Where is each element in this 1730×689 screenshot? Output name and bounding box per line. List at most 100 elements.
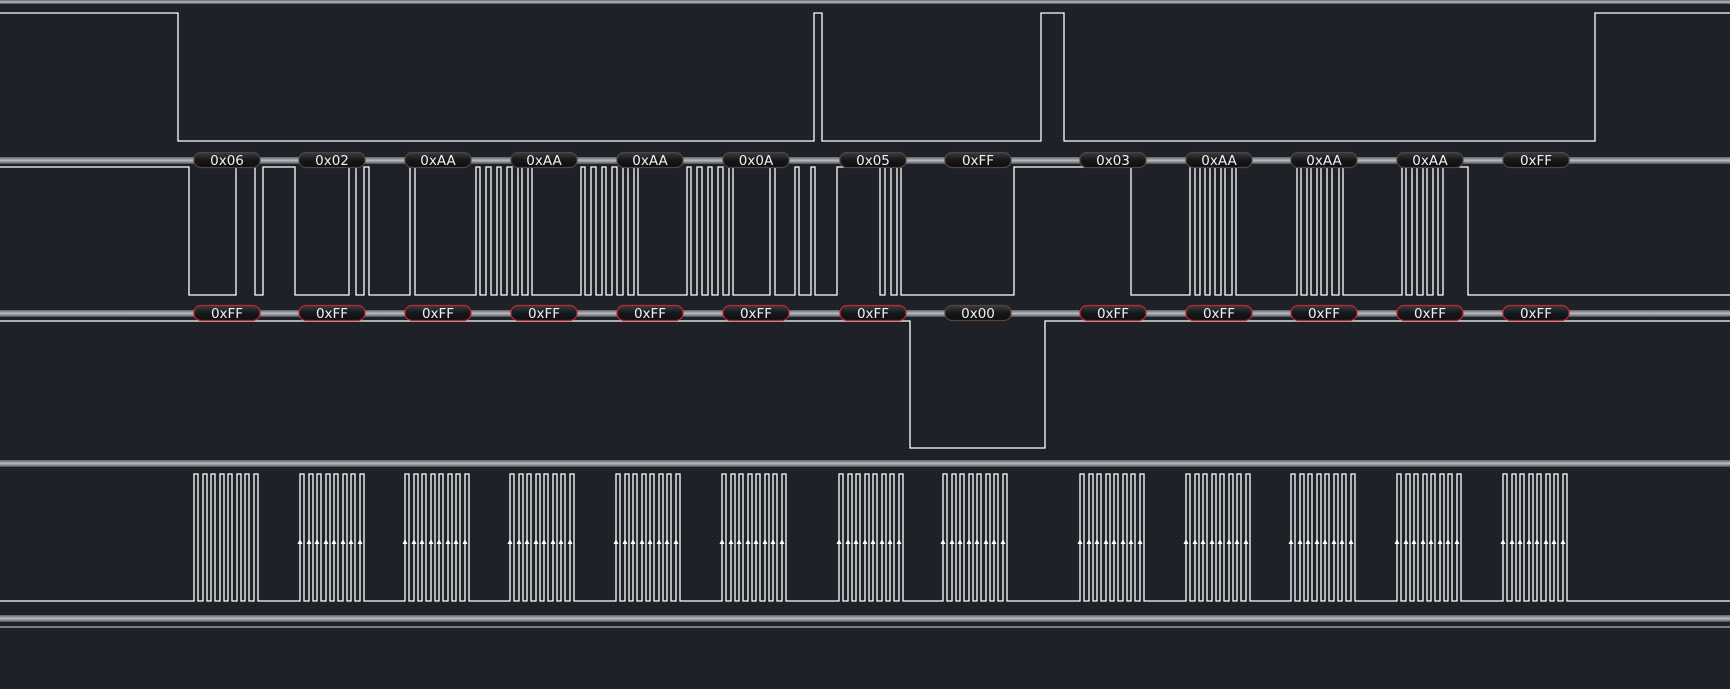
- clock-edge-arrow-icon: [639, 539, 645, 544]
- clock-edge-arrow-icon: [974, 539, 980, 544]
- decode-badge-label: 0xFF: [316, 306, 348, 322]
- decoded-byte-mosi-4[interactable]: 0xAA: [616, 151, 684, 170]
- clock-edge-arrow-icon: [622, 539, 628, 544]
- decoded-byte-mosi-7[interactable]: 0xFF: [944, 151, 1012, 170]
- clock-edge-arrow-icon: [673, 539, 679, 544]
- clock-edge-arrow-icon: [1094, 539, 1100, 544]
- clock-edge-arrow-icon: [1428, 539, 1434, 544]
- clock-edge-arrow-icon: [1314, 539, 1320, 544]
- decoded-byte-mosi-6[interactable]: 0x05: [839, 151, 907, 170]
- clock-edge-arrow-icon: [411, 539, 417, 544]
- clock-edge-arrow-icon: [647, 539, 653, 544]
- clock-edge-arrow-icon: [1517, 539, 1523, 544]
- clock-edge-arrow-icon: [1103, 539, 1109, 544]
- clock-edge-arrow-icon: [1534, 539, 1540, 544]
- enable-waveform[interactable]: [0, 12, 1730, 142]
- decoded-byte-miso-2[interactable]: 0xFF: [404, 304, 472, 323]
- decode-badge-bg: [1290, 151, 1358, 169]
- clock-edge-arrow-icon: [1243, 539, 1249, 544]
- decoded-byte-miso-10[interactable]: 0xFF: [1290, 304, 1358, 323]
- decode-badge-bg: [298, 151, 366, 169]
- decoded-byte-mosi-1[interactable]: 0x02: [298, 151, 366, 170]
- clock-edge-arrow-icon: [762, 539, 768, 544]
- decoded-byte-mosi-3[interactable]: 0xAA: [510, 151, 578, 170]
- clock-edge-arrow-icon: [428, 539, 434, 544]
- decode-badge-bg: [404, 304, 472, 322]
- decode-badge-bg: [839, 151, 907, 169]
- decoded-byte-miso-0[interactable]: 0xFF: [193, 304, 261, 323]
- decoded-byte-mosi-8[interactable]: 0x03: [1079, 151, 1147, 170]
- clock-edge-arrow-icon: [887, 539, 893, 544]
- decoded-bytes[interactable]: 0x06 0x02 0xAA 0xAA 0xAA 0x0A 0x05 0xFF 0x03 0xAA…: [193, 151, 1570, 323]
- clock-edge-arrow-icon: [1411, 539, 1417, 544]
- decoded-byte-miso-1[interactable]: 0xFF: [298, 304, 366, 323]
- decoded-byte-miso-6[interactable]: 0xFF: [839, 304, 907, 323]
- decoded-byte-miso-11[interactable]: 0xFF: [1396, 304, 1464, 323]
- clock-edge-arrow-icon: [357, 539, 363, 544]
- clock-edge-arrow-icon: [1437, 539, 1443, 544]
- clock-edge-arrow-icon: [419, 539, 425, 544]
- lane-separator-4[interactable]: [0, 615, 1730, 622]
- decoded-byte-mosi-5[interactable]: 0x0A: [722, 151, 790, 170]
- decode-badge-bg: [616, 304, 684, 322]
- decoded-byte-miso-3[interactable]: 0xFF: [510, 304, 578, 323]
- decoded-byte-miso-12[interactable]: 0xFF: [1502, 304, 1570, 323]
- clock-edge-arrow-icon: [728, 539, 734, 544]
- clock-edge-arrow-icon: [541, 539, 547, 544]
- clock-edge-arrow-icon: [1331, 539, 1337, 544]
- clock-edge-arrow-icon: [1551, 539, 1557, 544]
- decode-badge-bg: [722, 151, 790, 169]
- decoded-byte-mosi-0[interactable]: 0x06: [193, 151, 261, 170]
- decode-badge-bg: [1502, 304, 1570, 322]
- decode-badge-label: 0xFF: [857, 306, 889, 322]
- clock-edge-arrow-icon: [1217, 539, 1223, 544]
- clock-waveform[interactable]: [0, 473, 1730, 602]
- decoded-byte-mosi-10[interactable]: 0xAA: [1290, 151, 1358, 170]
- decode-badge-bg: [510, 304, 578, 322]
- clock-edge-arrow-icon: [753, 539, 759, 544]
- clock-edge-arrow-icon: [1288, 539, 1294, 544]
- decoded-byte-mosi-9[interactable]: 0xAA: [1185, 151, 1253, 170]
- clock-edge-arrow-icon: [736, 539, 742, 544]
- clock-edge-arrow-icon: [1543, 539, 1549, 544]
- clock-edge-arrow-icon: [991, 539, 997, 544]
- decode-badge-bg: [1290, 304, 1358, 322]
- decode-badge-bg: [193, 304, 261, 322]
- clock-edge-arrow-icon: [613, 539, 619, 544]
- clock-edge-arrow-icon: [1128, 539, 1134, 544]
- clock-edge-arrow-icon: [533, 539, 539, 544]
- clock-edge-arrow-icon: [436, 539, 442, 544]
- clock-edge-arrow-icon: [1500, 539, 1506, 544]
- decode-badge-bg: [944, 304, 1012, 322]
- clock-edge-arrow-icon: [870, 539, 876, 544]
- lane-separator-3[interactable]: [0, 460, 1730, 467]
- decode-badge-label: 0x05: [856, 153, 890, 169]
- clock-edge-arrow-icon: [1111, 539, 1117, 544]
- decoded-byte-miso-4[interactable]: 0xFF: [616, 304, 684, 323]
- mosi-waveform[interactable]: [0, 166, 1730, 296]
- decoded-byte-miso-7[interactable]: 0x00: [944, 304, 1012, 323]
- clock-edge-arrow-icon: [836, 539, 842, 544]
- decoded-byte-mosi-2[interactable]: 0xAA: [404, 151, 472, 170]
- clock-edge-arrow-icon: [297, 539, 303, 544]
- decode-badge-label: 0xFF: [1203, 306, 1235, 322]
- decoded-byte-miso-9[interactable]: 0xFF: [1185, 304, 1253, 323]
- decoded-byte-mosi-12[interactable]: 0xFF: [1502, 151, 1570, 170]
- decoded-byte-miso-8[interactable]: 0xFF: [1079, 304, 1147, 323]
- clock-edge-arrow-icon: [896, 539, 902, 544]
- clock-edge-arrow-icon: [879, 539, 885, 544]
- decoded-byte-miso-5[interactable]: 0xFF: [722, 304, 790, 323]
- decoded-byte-mosi-11[interactable]: 0xAA: [1396, 151, 1464, 170]
- decode-badge-label: 0xFF: [740, 306, 772, 322]
- decode-badge-bg: [1396, 151, 1464, 169]
- clock-edge-arrow-icon: [656, 539, 662, 544]
- clock-edge-arrow-icon: [1226, 539, 1232, 544]
- decode-badge-label: 0xFF: [528, 306, 560, 322]
- decode-badge-label: 0x06: [210, 153, 244, 169]
- decode-badge-label: 0xFF: [1414, 306, 1446, 322]
- clock-edge-arrow-icon: [1509, 539, 1515, 544]
- clock-edge-markers: [297, 539, 1566, 544]
- clock-edge-arrow-icon: [1086, 539, 1092, 544]
